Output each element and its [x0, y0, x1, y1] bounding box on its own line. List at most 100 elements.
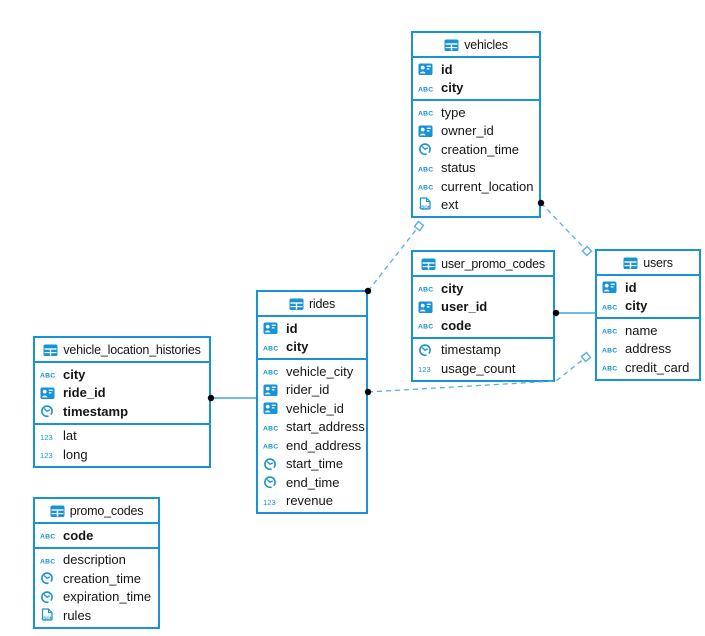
svg-text:123: 123: [40, 451, 53, 460]
column-name: id: [286, 320, 298, 336]
column-row: ABC code: [35, 526, 158, 545]
column-name: city: [63, 366, 86, 382]
column-row: ride_id: [35, 384, 209, 403]
svg-text:ABC: ABC: [418, 287, 433, 294]
column-name: timestamp: [63, 403, 129, 419]
column-name: name: [625, 322, 658, 338]
column-name: city: [625, 298, 648, 314]
svg-text:ABC: ABC: [418, 185, 433, 192]
string-icon: ABC: [263, 341, 282, 353]
table-title: vehicles: [464, 37, 508, 52]
string-icon: ABC: [40, 529, 59, 541]
column-name: vehicle_id: [286, 400, 344, 416]
number-icon: 123: [418, 362, 437, 374]
column-row: ABC description: [35, 551, 158, 570]
column-name: end_address: [286, 437, 362, 453]
string-icon: ABC: [602, 343, 621, 355]
time-icon: [418, 343, 437, 357]
column-name: start_time: [286, 456, 344, 472]
svg-text:ABC: ABC: [263, 425, 278, 432]
svg-text:ABC: ABC: [263, 345, 278, 352]
svg-text:ABC: ABC: [263, 444, 278, 451]
table-title: user_promo_codes: [441, 256, 545, 271]
string-icon: ABC: [418, 319, 437, 331]
column-name: city: [441, 80, 464, 96]
column-name: code: [441, 317, 472, 333]
table-header: promo_codes: [35, 499, 158, 524]
string-icon: ABC: [418, 106, 437, 118]
column-name: creation_time: [441, 141, 520, 157]
string-icon: ABC: [263, 365, 282, 377]
column-row: rider_id: [258, 381, 366, 400]
string-icon: ABC: [418, 162, 437, 174]
column-row: timestamp: [35, 402, 209, 421]
uuid-icon: [418, 124, 437, 138]
column-row: ABC end_address: [258, 436, 366, 455]
svg-text:ABC: ABC: [40, 558, 55, 565]
number-icon: 123: [40, 448, 59, 460]
column-name: long: [63, 446, 88, 462]
column-name: address: [625, 341, 672, 357]
primary-key-section: ABC code: [35, 524, 158, 549]
uuid-icon: [263, 383, 282, 397]
column-name: start_address: [286, 419, 365, 435]
column-name: code: [63, 527, 94, 543]
column-name: city: [286, 339, 309, 355]
string-icon: ABC: [263, 439, 282, 451]
table-title: vehicle_location_histories: [63, 342, 201, 357]
table-header: users: [597, 251, 699, 276]
column-row: ABC start_address: [258, 418, 366, 437]
table-title: rides: [308, 296, 336, 311]
uuid-icon: [418, 62, 437, 76]
column-name: type: [441, 104, 466, 120]
column-name: lat: [63, 428, 77, 444]
table-icon: [43, 343, 58, 357]
column-name: ride_id: [63, 385, 106, 401]
json-icon: JSON: [40, 608, 59, 623]
column-name: city: [441, 280, 464, 296]
string-icon: ABC: [602, 300, 621, 312]
column-name: revenue: [286, 493, 333, 509]
svg-text:ABC: ABC: [263, 370, 278, 377]
column-row: timestamp: [413, 341, 553, 360]
column-row: ABC type: [413, 103, 539, 122]
svg-text:123: 123: [263, 498, 276, 507]
column-row: 123 long: [35, 445, 209, 464]
column-name: user_id: [441, 299, 488, 315]
column-name: description: [63, 552, 126, 568]
string-icon: ABC: [418, 282, 437, 294]
number-icon: 123: [263, 495, 282, 507]
column-row: creation_time: [413, 140, 539, 159]
table-title: promo_codes: [69, 503, 144, 518]
time-icon: [263, 457, 282, 471]
table-title: users: [643, 255, 673, 270]
string-icon: ABC: [40, 554, 59, 566]
time-icon: [418, 142, 437, 156]
column-name: credit_card: [625, 359, 690, 375]
